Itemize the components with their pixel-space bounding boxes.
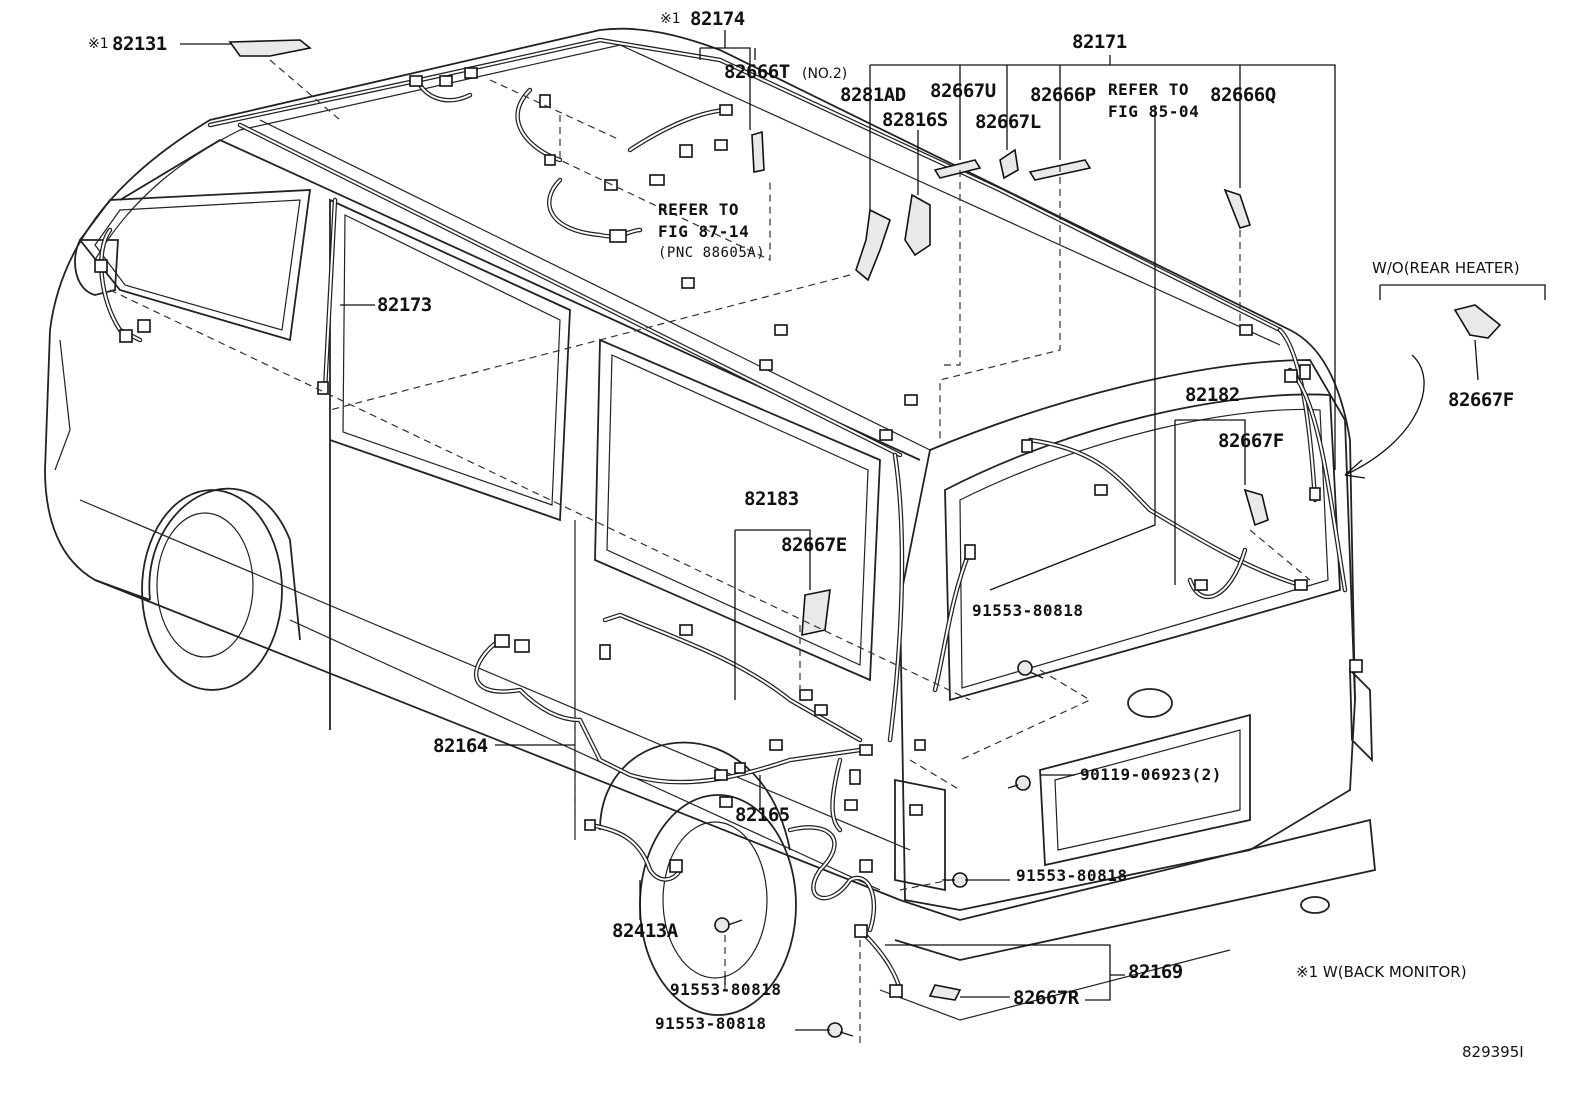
part-label-91553-80818[interactable]: 91553-80818: [972, 601, 1084, 620]
part-label-91553-80818[interactable]: 91553-80818: [655, 1014, 767, 1033]
backmonitor-mark-82131: ※1: [88, 36, 109, 52]
rear-hatch-harness-82182: [932, 437, 1303, 693]
part-label-82816S[interactable]: 82816S: [882, 109, 948, 131]
connectors: [94, 67, 1363, 998]
part-note-82666T: (NO.2): [802, 66, 848, 82]
part-label-82173[interactable]: 82173: [377, 294, 432, 316]
side-harness-82173: [99, 122, 905, 743]
part-label-82182[interactable]: 82182: [1185, 384, 1240, 406]
note-without-rear-heater: W/O(REAR HEATER): [1372, 259, 1520, 277]
bumper-harness-82169: [862, 932, 903, 993]
reference-note-line-1: REFER TO: [658, 200, 740, 219]
reference-note-line-1: REFER TO: [1108, 80, 1190, 99]
part-label-82667R[interactable]: 82667R: [1013, 987, 1079, 1009]
part-label-8281AD[interactable]: 8281AD: [840, 84, 906, 106]
part-label-82174[interactable]: 82174: [690, 8, 745, 30]
part-label-82667F[interactable]: 82667F: [1448, 389, 1514, 411]
part-label-82666P[interactable]: 82666P: [1030, 84, 1096, 106]
part-label-82667U[interactable]: 82667U: [930, 80, 996, 102]
part-label-82667F[interactable]: 82667F: [1218, 430, 1284, 452]
backmonitor-mark-82174: ※1: [660, 11, 681, 27]
part-label-82169[interactable]: 82169: [1128, 961, 1183, 983]
roof-sub-harness-82174: [417, 82, 733, 239]
figure-id: 829395I: [1462, 1043, 1524, 1061]
part-label-82183[interactable]: 82183: [744, 488, 799, 510]
part-label-82413A[interactable]: 82413A: [612, 920, 678, 942]
reference-note-line-3: (PNC 88605A): [658, 245, 766, 261]
rear-lower-harness-82165: [787, 757, 877, 933]
wheel-harness-82413A: [587, 822, 683, 882]
part-label-82164[interactable]: 82164: [433, 735, 488, 757]
van-body-outline: [44, 27, 1376, 1021]
part-label-82667E[interactable]: 82667E: [781, 534, 847, 556]
part-label-90119-06923[interactable]: 90119-06923(2): [1080, 765, 1222, 784]
part-label-82666T[interactable]: 82666T: [724, 61, 790, 83]
part-label-82131[interactable]: 82131: [112, 33, 167, 55]
part-label-82667L[interactable]: 82667L: [975, 111, 1041, 133]
part-label-91553-80818[interactable]: 91553-80818: [1016, 866, 1128, 885]
parts: [228, 39, 1502, 1038]
reference-note-line-2[interactable]: FIG 85-04: [1108, 102, 1200, 121]
reference-note-line-2[interactable]: FIG 87-14: [658, 222, 750, 241]
note-with-back-monitor: ※1 W(BACK MONITOR): [1296, 963, 1467, 981]
roof-harness-82171: [207, 37, 1348, 593]
part-label-91553-80818[interactable]: 91553-80818: [670, 980, 782, 999]
part-label-82165[interactable]: 82165: [735, 804, 790, 826]
part-label-82171[interactable]: 82171: [1072, 31, 1127, 53]
dashed-reference-lines: [109, 59, 1311, 1045]
part-label-82666Q[interactable]: 82666Q: [1210, 84, 1276, 106]
leader-lines: [180, 30, 1546, 1031]
